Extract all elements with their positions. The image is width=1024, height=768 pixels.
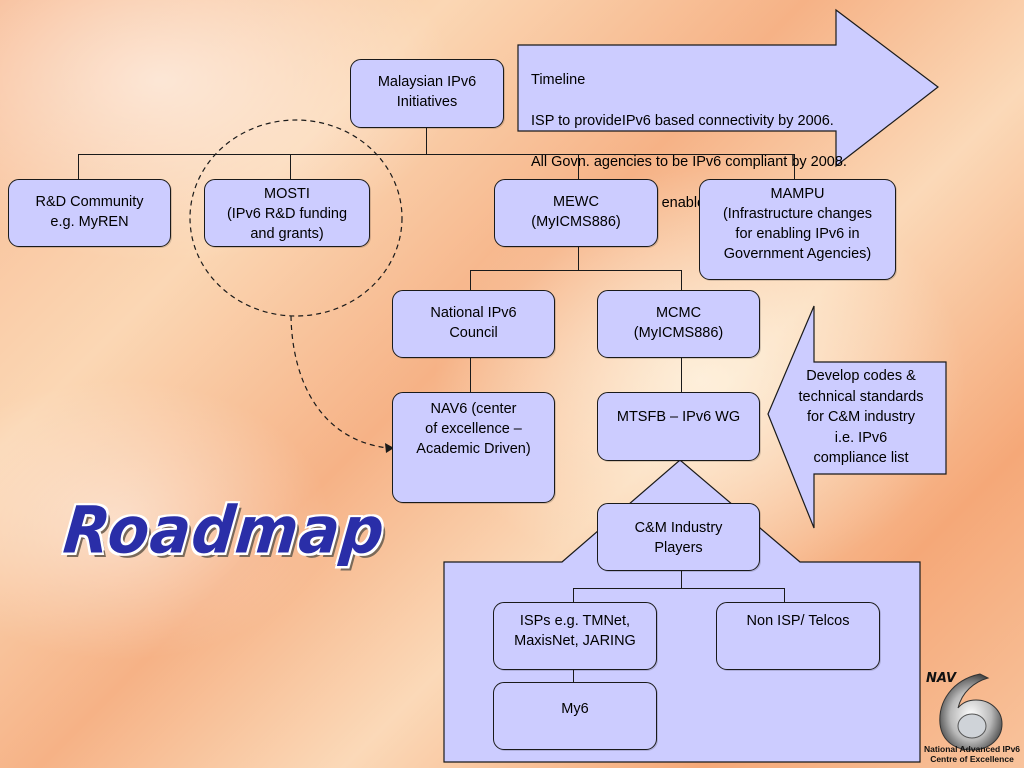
connector-line xyxy=(794,154,795,180)
connector-line xyxy=(681,357,682,393)
node-mtsfb-ipv6-wg: MTSFB – IPv6 WG xyxy=(597,392,760,461)
node-non-isp-telcos: Non ISP/ Telcos xyxy=(716,602,880,670)
nav6-logo: NAV xyxy=(926,671,1003,751)
connector-line xyxy=(573,669,574,682)
timeline-heading: Timeline xyxy=(531,71,586,88)
connector-line xyxy=(470,357,471,393)
node-nav6: NAV6 (center of excellence – Academic Dr… xyxy=(392,392,555,503)
connector-line xyxy=(573,588,785,589)
callout-text: Develop codes & technical standards for … xyxy=(798,368,924,466)
slide-title: Roadmap xyxy=(60,493,389,569)
node-mampu: MAMPU (Infrastructure changes for enabli… xyxy=(699,179,896,280)
timeline-item: ISP to provideIPv6 based connectivity by… xyxy=(531,112,834,129)
connector-line xyxy=(681,270,682,291)
connector-line xyxy=(784,588,785,603)
node-my6: My6 xyxy=(493,682,657,750)
timeline-item: All Govn. agencies to be IPv6 compliant … xyxy=(531,153,847,170)
mosti-to-nav6-connector xyxy=(290,315,389,449)
connector-line xyxy=(470,270,471,291)
node-mewc: MEWC (MyICMS886) xyxy=(494,179,658,247)
node-cm-industry-players: C&M Industry Players xyxy=(597,503,760,571)
nav6-logo-caption: National Advanced IPv6 Centre of Excelle… xyxy=(923,744,1021,764)
connector-line xyxy=(681,570,682,588)
connector-line xyxy=(578,246,579,270)
connector-line xyxy=(78,154,79,180)
svg-text:NAV: NAV xyxy=(926,671,957,686)
connector-line xyxy=(78,154,794,155)
callout-arrow xyxy=(767,305,947,529)
node-malaysian-ipv6-initiatives: Malaysian IPv6 Initiatives xyxy=(350,59,504,128)
connector-line xyxy=(578,154,579,180)
node-rd-community: R&D Community e.g. MyREN xyxy=(8,179,171,247)
node-national-ipv6-council: National IPv6 Council xyxy=(392,290,555,358)
connector-line xyxy=(290,154,291,180)
node-mosti: MOSTI (IPv6 R&D funding and grants) xyxy=(204,179,370,247)
node-mcmc: MCMC (MyICMS886) xyxy=(597,290,760,358)
timeline-arrow xyxy=(517,8,939,168)
connector-line xyxy=(573,588,574,603)
mosti-highlight-circle xyxy=(189,119,403,317)
node-isps: ISPs e.g. TMNet, MaxisNet, JARING xyxy=(493,602,657,670)
connector-line xyxy=(470,270,682,271)
connector-line xyxy=(426,127,427,154)
connector-arrowhead xyxy=(385,443,394,453)
